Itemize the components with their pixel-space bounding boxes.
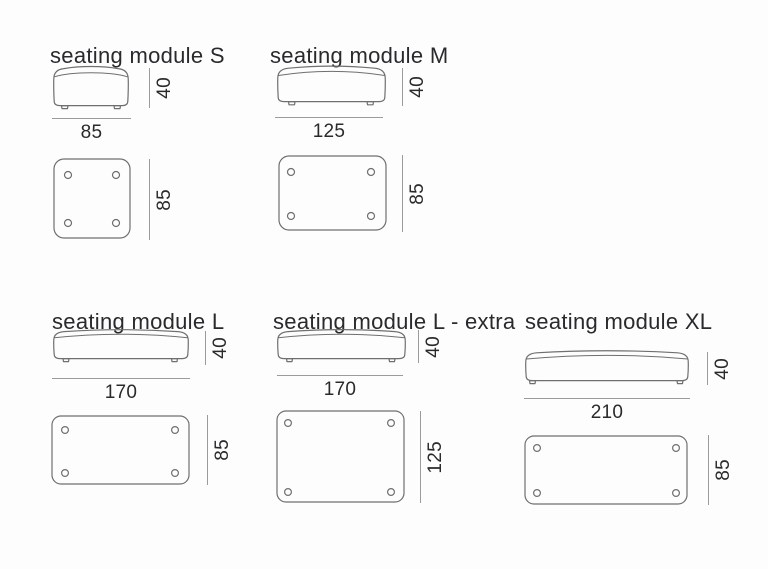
cushion-seam-line [53,333,189,339]
depth-dimension: 125 [420,411,446,503]
foot-glide-circle [672,488,681,497]
dimension-label: 40 [712,357,733,380]
base-outline [276,410,405,503]
height-dimension: 40 [205,331,231,365]
height-dimension: 40 [149,68,175,108]
dimension-label: 40 [423,335,444,358]
module-title: seating module M [270,43,449,69]
module-title: seating module L - extra [273,309,516,335]
foot-glide-circle [366,167,376,177]
foot-right [113,105,122,110]
foot-glide-circle [386,487,395,496]
front-view-drawing [53,65,129,110]
dimension-label: 85 [713,459,734,481]
base-outline [53,158,131,239]
dimension-label: 40 [154,77,175,99]
depth-dimension: 85 [149,159,175,240]
foot-left [62,358,70,363]
pouf-outline [277,328,406,360]
foot-glide-circle [386,419,395,428]
top-view-drawing [524,435,688,505]
foot-glide-circle [672,444,681,453]
foot-glide-circle [170,468,179,477]
width-dimension: 170 [277,375,403,399]
foot-glide-circle [170,426,179,435]
dimension-label: 85 [154,188,175,211]
dimension-label: 170 [104,382,138,403]
top-view-drawing [276,410,405,503]
foot-glide-circle [61,468,70,477]
depth-dimension: 85 [708,435,734,505]
cushion-seam-line [525,354,689,360]
base-outline [278,155,387,231]
width-dimension: 170 [52,378,190,402]
foot-glide-circle [111,218,121,228]
front-view-drawing [277,65,386,106]
module-title: seating module XL [525,309,713,335]
base-outline [524,435,688,505]
dimension-label: 85 [407,182,428,205]
top-view-drawing [51,415,190,485]
width-dimension: 85 [52,118,131,142]
pouf-outline [53,328,189,360]
foot-right [170,358,179,363]
foot-glide-circle [533,488,542,497]
width-dimension: 125 [275,117,383,141]
height-dimension: 40 [402,68,428,106]
front-view-drawing [525,350,689,385]
foot-left [285,358,294,363]
dimension-label: 85 [80,122,103,143]
foot-glide-circle [284,487,293,496]
cushion-seam-line [53,72,129,78]
cushion-seam-line [277,333,406,339]
foot-glide-circle [61,426,70,435]
dimension-label: 125 [312,121,346,142]
foot-glide-circle [286,211,296,221]
foot-right [366,101,375,106]
depth-dimension: 85 [402,155,428,232]
top-view-drawing [278,155,387,231]
foot-right [388,358,396,363]
module-title: seating module L [52,309,225,335]
dimension-label: 210 [590,402,624,423]
dimension-label: 125 [425,440,446,474]
foot-right [676,380,684,385]
top-view-drawing [53,158,131,239]
height-dimension: 40 [707,352,733,385]
module-title: seating module S [50,43,225,69]
cushion-seam-line [277,71,386,76]
dimension-label: 85 [212,439,233,461]
height-dimension: 40 [418,330,444,363]
depth-dimension: 85 [207,415,233,485]
foot-left [287,101,296,106]
foot-glide-circle [286,167,296,177]
front-view-drawing [53,328,189,363]
foot-glide-circle [63,218,73,228]
foot-glide-circle [533,444,542,453]
foot-left [528,380,537,385]
foot-left [60,105,69,110]
dimension-label: 40 [210,337,231,359]
dimension-label: 170 [323,379,357,400]
dimension-label: 40 [407,76,428,98]
foot-glide-circle [63,170,73,180]
foot-glide-circle [366,211,376,221]
front-view-drawing [277,328,406,363]
width-dimension: 210 [524,398,690,422]
base-outline [51,415,190,485]
foot-glide-circle [284,419,293,428]
foot-glide-circle [111,170,121,180]
